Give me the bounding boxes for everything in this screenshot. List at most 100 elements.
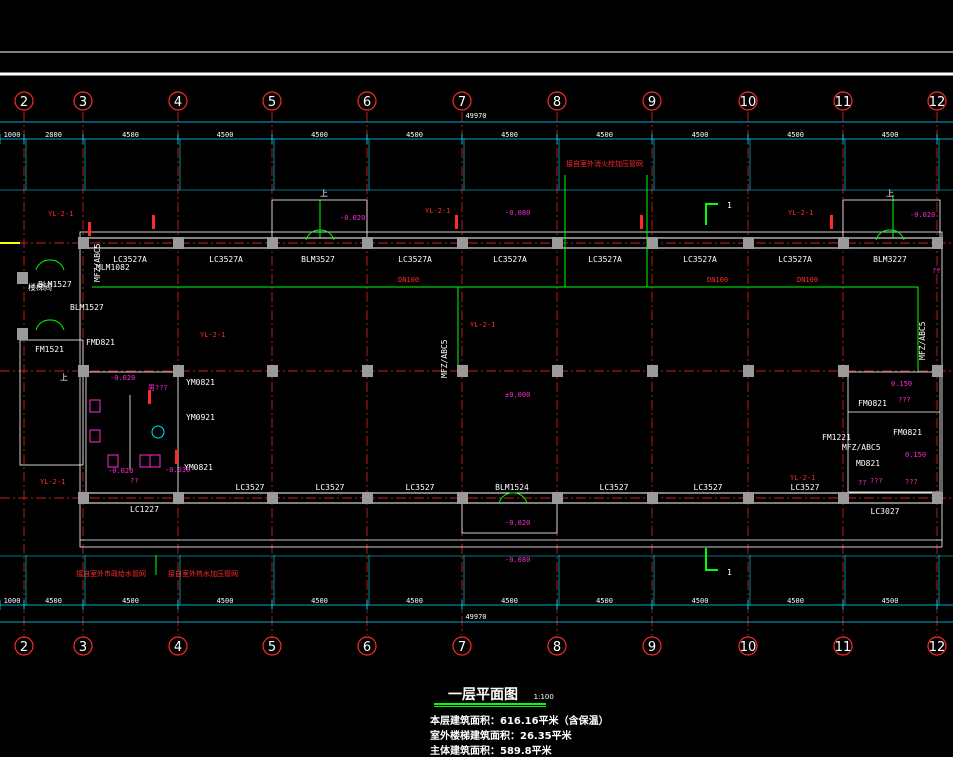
pipe-label: YL-2-1: [425, 207, 450, 215]
dim-span-label-top: 4500: [787, 131, 804, 139]
south-entry: [461, 502, 558, 534]
dim-span-label-bottom: 4500: [217, 597, 234, 605]
axis-label-11: 11: [835, 640, 852, 655]
structural-column: [838, 365, 849, 377]
misc-label: DN100: [797, 276, 818, 284]
structural-column: [932, 237, 943, 249]
elevation-label: -0.080: [505, 556, 530, 564]
dim-span-label-top: 2800: [45, 131, 62, 139]
axis-bubble-top-10: [738, 91, 758, 111]
room-label: ???: [905, 478, 918, 486]
door-label-east: FM1221: [822, 433, 851, 442]
dim-span-label-bottom: 4500: [45, 597, 62, 605]
structural-column: [838, 492, 849, 504]
wc-fixture: [89, 429, 101, 443]
door-label-west: FM1521: [35, 345, 64, 354]
structural-column: [267, 492, 278, 504]
window-label-north: BLM3527: [301, 255, 335, 264]
axis-bubble-top-3: [73, 91, 93, 111]
window-label-north: LC3527A: [113, 255, 147, 264]
room-label: 男???: [148, 384, 168, 392]
structural-column: [78, 365, 89, 377]
structural-column: [17, 272, 28, 284]
axis-label-4: 4: [174, 640, 182, 655]
axis-label-5: 5: [268, 95, 276, 110]
axis-bubble-top-11: [833, 91, 853, 111]
room-label: ??: [130, 477, 138, 485]
axis-bubble-bottom-9: [642, 636, 662, 656]
axis-bubble-bottom-6: [357, 636, 377, 656]
window-label-south: BLM1524: [495, 483, 529, 492]
axis-bubble-bottom-7: [452, 636, 472, 656]
dimension-lines: 49970 1000 2800 4500 4500 4500 4500 4500 4500 450…: [0, 112, 953, 623]
dim-span-label-top: 4500: [882, 131, 899, 139]
dim-total-top: 49970: [465, 112, 486, 120]
axis-label-3: 3: [79, 95, 87, 110]
axis-label-3: 3: [79, 640, 87, 655]
window-label-south: LC3027: [871, 507, 900, 516]
window-label-south: LC3527: [600, 483, 629, 492]
window-label-north: LC3527A: [588, 255, 622, 264]
riser-mark: [152, 215, 155, 229]
structural-column: [17, 328, 28, 340]
door-label-wc: YM0821: [186, 378, 215, 387]
elevation-label: ±0.000: [505, 391, 530, 399]
axis-label-7: 7: [458, 640, 466, 655]
wc-fixture: [149, 454, 161, 468]
dim-span-label-top: 4500: [217, 131, 234, 139]
structural-column: [78, 492, 89, 504]
dim-span-label-bottom: 1000: [4, 597, 21, 605]
window-label-south: LC3527: [406, 483, 435, 492]
elevation-label: -0.020: [110, 374, 135, 382]
window-label-north: LC3527A: [778, 255, 812, 264]
door-label-east: MD821: [856, 459, 880, 468]
structural-column: [78, 237, 89, 249]
riser-mark: [148, 390, 151, 404]
elevation-label: -0.030: [165, 466, 190, 474]
structural-column: [552, 492, 563, 504]
dim-span-label-top: 4500: [406, 131, 423, 139]
note-bottom-right: 接自室外热水加压管网: [168, 569, 238, 578]
window-label-south: LC3527: [236, 483, 265, 492]
structural-column: [457, 492, 468, 504]
structural-column: [838, 237, 849, 249]
dim-span-label-top: 4500: [501, 131, 518, 139]
structural-column: [647, 237, 658, 249]
section-label: 1: [727, 568, 732, 577]
window-label-north: BLM3227: [873, 255, 907, 264]
door-label-wc: YM0821: [184, 463, 213, 472]
structural-column: [552, 365, 563, 377]
section-mark-bottom: [705, 548, 718, 571]
elevation-label: -0.020: [505, 519, 530, 527]
structural-column: [173, 492, 184, 504]
pipe-label: YL-2-1: [200, 331, 225, 339]
door-swing-4: [498, 492, 528, 504]
structural-column: [743, 237, 754, 249]
axis-label-7: 7: [458, 95, 466, 110]
misc-label: 上: [60, 373, 68, 382]
structural-column: [362, 237, 373, 249]
misc-label: DN100: [707, 276, 728, 284]
door-label-wc: LC1227: [130, 505, 159, 514]
axis-label-2: 2: [20, 640, 28, 655]
window-label-south: LC3527: [316, 483, 345, 492]
axis-bubble-bottom-2: [14, 636, 34, 656]
section-mark-top: [705, 203, 718, 225]
wc-box: [85, 371, 179, 494]
axis-bubble-top-2: [14, 91, 34, 111]
axis-bubble-bottom-5: [262, 636, 282, 656]
dim-span-label-bottom: 4500: [311, 597, 328, 605]
axis-label-5: 5: [268, 640, 276, 655]
pipe-label: YL-2-1: [788, 209, 813, 217]
axis-bubble-bottom-8: [547, 636, 567, 656]
axis-label-9: 9: [648, 95, 656, 110]
room-label: ???: [898, 396, 911, 404]
structural-column: [932, 492, 943, 504]
north-balcony-b: [842, 199, 941, 239]
door-label-west: FMD821: [86, 338, 115, 347]
floor-drain-icon: [151, 425, 165, 439]
fire-extinguisher-label: MFZ/ABC5: [842, 443, 881, 452]
pipe-label: YL-2-1: [48, 210, 73, 218]
